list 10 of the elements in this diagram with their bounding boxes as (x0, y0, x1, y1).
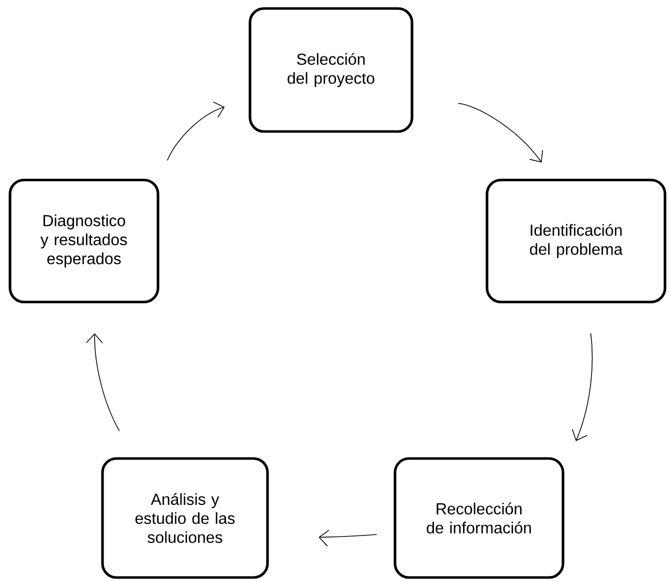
process-box: Selección del proyecto (248, 7, 414, 133)
arrow (86, 333, 120, 432)
process-box: Análisis y estudio de las soluciones (101, 457, 269, 579)
arrow (572, 332, 593, 442)
arrow (458, 102, 543, 162)
arrow (166, 102, 225, 161)
arrow (318, 530, 378, 546)
process-box: Identificación del problema (486, 178, 666, 304)
process-box: Recolección de información (394, 457, 564, 579)
process-box: Diagnostico y resultados esperados (8, 178, 160, 304)
